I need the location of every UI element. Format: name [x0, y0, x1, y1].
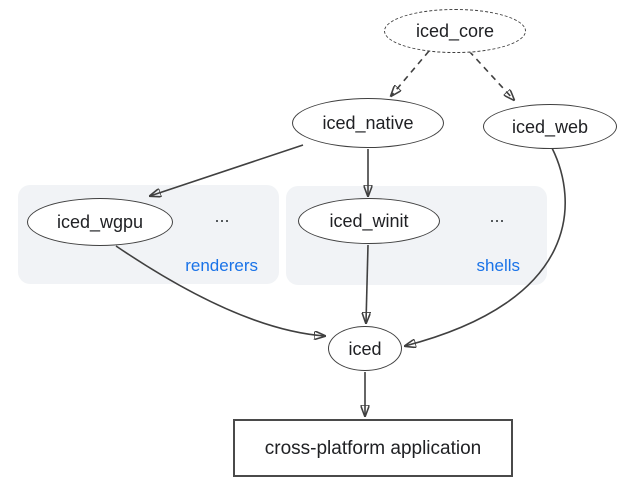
- edge-iced-core-to-iced-web: [468, 50, 514, 100]
- node-cross-platform-application: cross-platform application: [233, 419, 513, 477]
- edge-iced-winit-to-iced: [366, 244, 368, 323]
- shells-group-label: shells: [476, 256, 520, 275]
- node-iced-wgpu: iced_wgpu: [27, 198, 173, 246]
- edge-iced-core-to-iced-native: [391, 50, 430, 96]
- edge-iced-wgpu-to-iced: [115, 245, 325, 336]
- edge-iced-web-to-iced: [405, 147, 566, 346]
- node-iced: iced: [328, 326, 402, 371]
- edge-iced-native-to-iced-wgpu: [150, 144, 304, 196]
- shells-ellipsis: ...: [489, 206, 505, 226]
- renderers-group-label: renderers: [185, 256, 258, 275]
- node-iced-winit: iced_winit: [298, 198, 440, 244]
- renderers-ellipsis: ...: [214, 206, 230, 226]
- node-iced-core: iced_core: [384, 9, 526, 53]
- node-iced-web: iced_web: [483, 104, 617, 149]
- node-iced-native: iced_native: [292, 98, 444, 148]
